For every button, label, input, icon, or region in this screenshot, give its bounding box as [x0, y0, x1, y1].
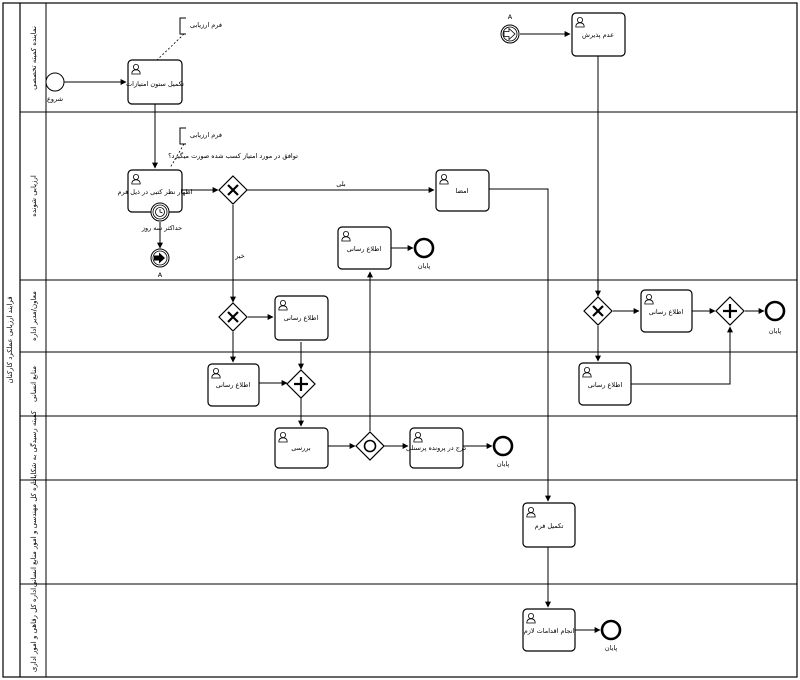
- lane-label-5: کمیته رسیدگی به شکایات: [29, 410, 38, 485]
- task-complete-scores[interactable]: تکمیل ستون امتیازات: [126, 59, 184, 105]
- task-complete-scores-label: تکمیل ستون امتیازات: [126, 80, 184, 88]
- gateway-parallel-hr[interactable]: [286, 369, 316, 399]
- gateway-exclusive-manager2[interactable]: [583, 296, 613, 326]
- lane-label-7: اداره کل رفاهی و امور اداری: [30, 588, 38, 672]
- task-notify-hr[interactable]: اطلاع رسانی: [207, 363, 260, 407]
- task-review-label: بررسی: [291, 444, 311, 452]
- gateway-yes-label: بلی: [336, 180, 346, 188]
- plus-icon: [294, 377, 308, 391]
- gateways: توافق در مورد امتیاز کسب شده صورت میگیرد…: [168, 152, 745, 461]
- x-icon: [227, 311, 239, 323]
- link-throw-label: A: [158, 271, 163, 279]
- timer-boundary-event[interactable]: [150, 202, 170, 222]
- task-notify-employee[interactable]: اطلاع رسانی: [337, 226, 392, 270]
- link-throw-event-a[interactable]: [150, 248, 170, 268]
- end-event-employee-label: پایان: [418, 262, 431, 270]
- x-icon: [592, 305, 604, 317]
- task-record-label: درج در پرونده پرسنلی: [406, 444, 466, 452]
- start-event[interactable]: [45, 72, 65, 92]
- task-notify-hr2-label: اطلاع رسانی: [588, 381, 623, 389]
- task-sign[interactable]: امضا: [435, 169, 490, 212]
- start-event-label: شروع: [47, 95, 63, 103]
- task-notify-manager2-label: اطلاع رسانی: [649, 308, 684, 316]
- task-reviewed[interactable]: عدم پذیرش: [571, 12, 626, 57]
- gateway-exclusive-agree[interactable]: [218, 175, 248, 205]
- timer-label: حداکثر سه روز: [141, 224, 182, 232]
- gateway-no-label: خیر: [234, 252, 245, 260]
- end-event-admin-label: پایان: [605, 644, 618, 652]
- circle-icon: [363, 439, 377, 453]
- task-notify-manager-label: اطلاع رسانی: [284, 314, 319, 322]
- lane-label-4: منابع انسانی: [30, 366, 38, 402]
- annotation-form-1: فرم ارزیابی: [190, 21, 222, 29]
- end-event-manager[interactable]: [764, 300, 786, 322]
- end-event-manager-label: پایان: [769, 327, 782, 335]
- end-event-committee[interactable]: [492, 435, 514, 457]
- task-notify-manager[interactable]: اطلاع رسانی: [274, 295, 329, 341]
- flow-notify-hr2-to-parallel[interactable]: [631, 326, 733, 385]
- task-complete-form[interactable]: تکمیل فرم: [522, 502, 576, 548]
- lane-label-2: ارزیابی شونده: [30, 175, 38, 217]
- task-notify-hr2[interactable]: اطلاع رسانی: [578, 362, 632, 406]
- flow-sign-to-complete-form[interactable]: [489, 188, 551, 502]
- gateway-agree-question: توافق در مورد امتیاز کسب شده صورت میگیرد…: [168, 152, 298, 160]
- clock-icon: [155, 207, 165, 217]
- arrow-right-icon: [154, 252, 165, 264]
- tasks: تکمیل ستون امتیازات اظهار نظر کتبی در ذی…: [118, 12, 693, 652]
- lane-label-3: معاون/مدیر اداره: [30, 291, 38, 341]
- gateway-exclusive-manager[interactable]: [218, 302, 248, 332]
- gateway-parallel-manager2[interactable]: [715, 296, 745, 326]
- task-record[interactable]: درج در پرونده پرسنلی: [406, 427, 466, 469]
- lane-label-6: اداره کل مهندسی و امور منابع انسانی: [30, 477, 38, 587]
- task-complete-form-label: تکمیل فرم: [535, 522, 564, 530]
- link-catch-label: A: [508, 13, 513, 21]
- task-sign-label: امضا: [456, 187, 469, 195]
- end-event-admin[interactable]: [600, 619, 622, 641]
- arrow-right-icon: [503, 27, 516, 41]
- end-event-committee-label: پایان: [497, 460, 510, 468]
- end-event-employee[interactable]: [413, 237, 435, 259]
- task-notify-hr-label: اطلاع رسانی: [216, 381, 251, 389]
- events: شروع حداکثر سه روز A A پایان: [45, 13, 786, 652]
- gateway-inclusive-committee[interactable]: [355, 431, 385, 461]
- task-do-actions[interactable]: انجام اقدامات لازم: [522, 608, 576, 652]
- task-notify-employee-label: اطلاع رسانی: [347, 245, 382, 253]
- task-do-actions-label: انجام اقدامات لازم: [524, 627, 575, 635]
- task-opinion-label: اظهار نظر کتبی در ذیل فرم: [118, 188, 193, 196]
- task-notify-manager2[interactable]: اطلاع رسانی: [640, 289, 693, 333]
- task-review[interactable]: بررسی: [274, 427, 329, 469]
- annotations: فرم ارزیابی فرم ارزیابی: [154, 17, 222, 169]
- pool-title: فرایند ارزیابی عملکرد کارکنان: [6, 296, 14, 383]
- sequence-flows: [64, 31, 765, 633]
- task-reviewed-label: عدم پذیرش: [582, 31, 614, 39]
- annotation-form-2: فرم ارزیابی: [190, 131, 222, 139]
- plus-icon: [723, 304, 737, 318]
- lane-label-1: نماینده کمیته تخصصی: [30, 26, 38, 90]
- lanes: نماینده کمیته تخصصی ارزیابی شونده معاون/…: [20, 26, 797, 672]
- x-icon: [227, 184, 239, 196]
- link-catch-event-a[interactable]: [500, 24, 520, 44]
